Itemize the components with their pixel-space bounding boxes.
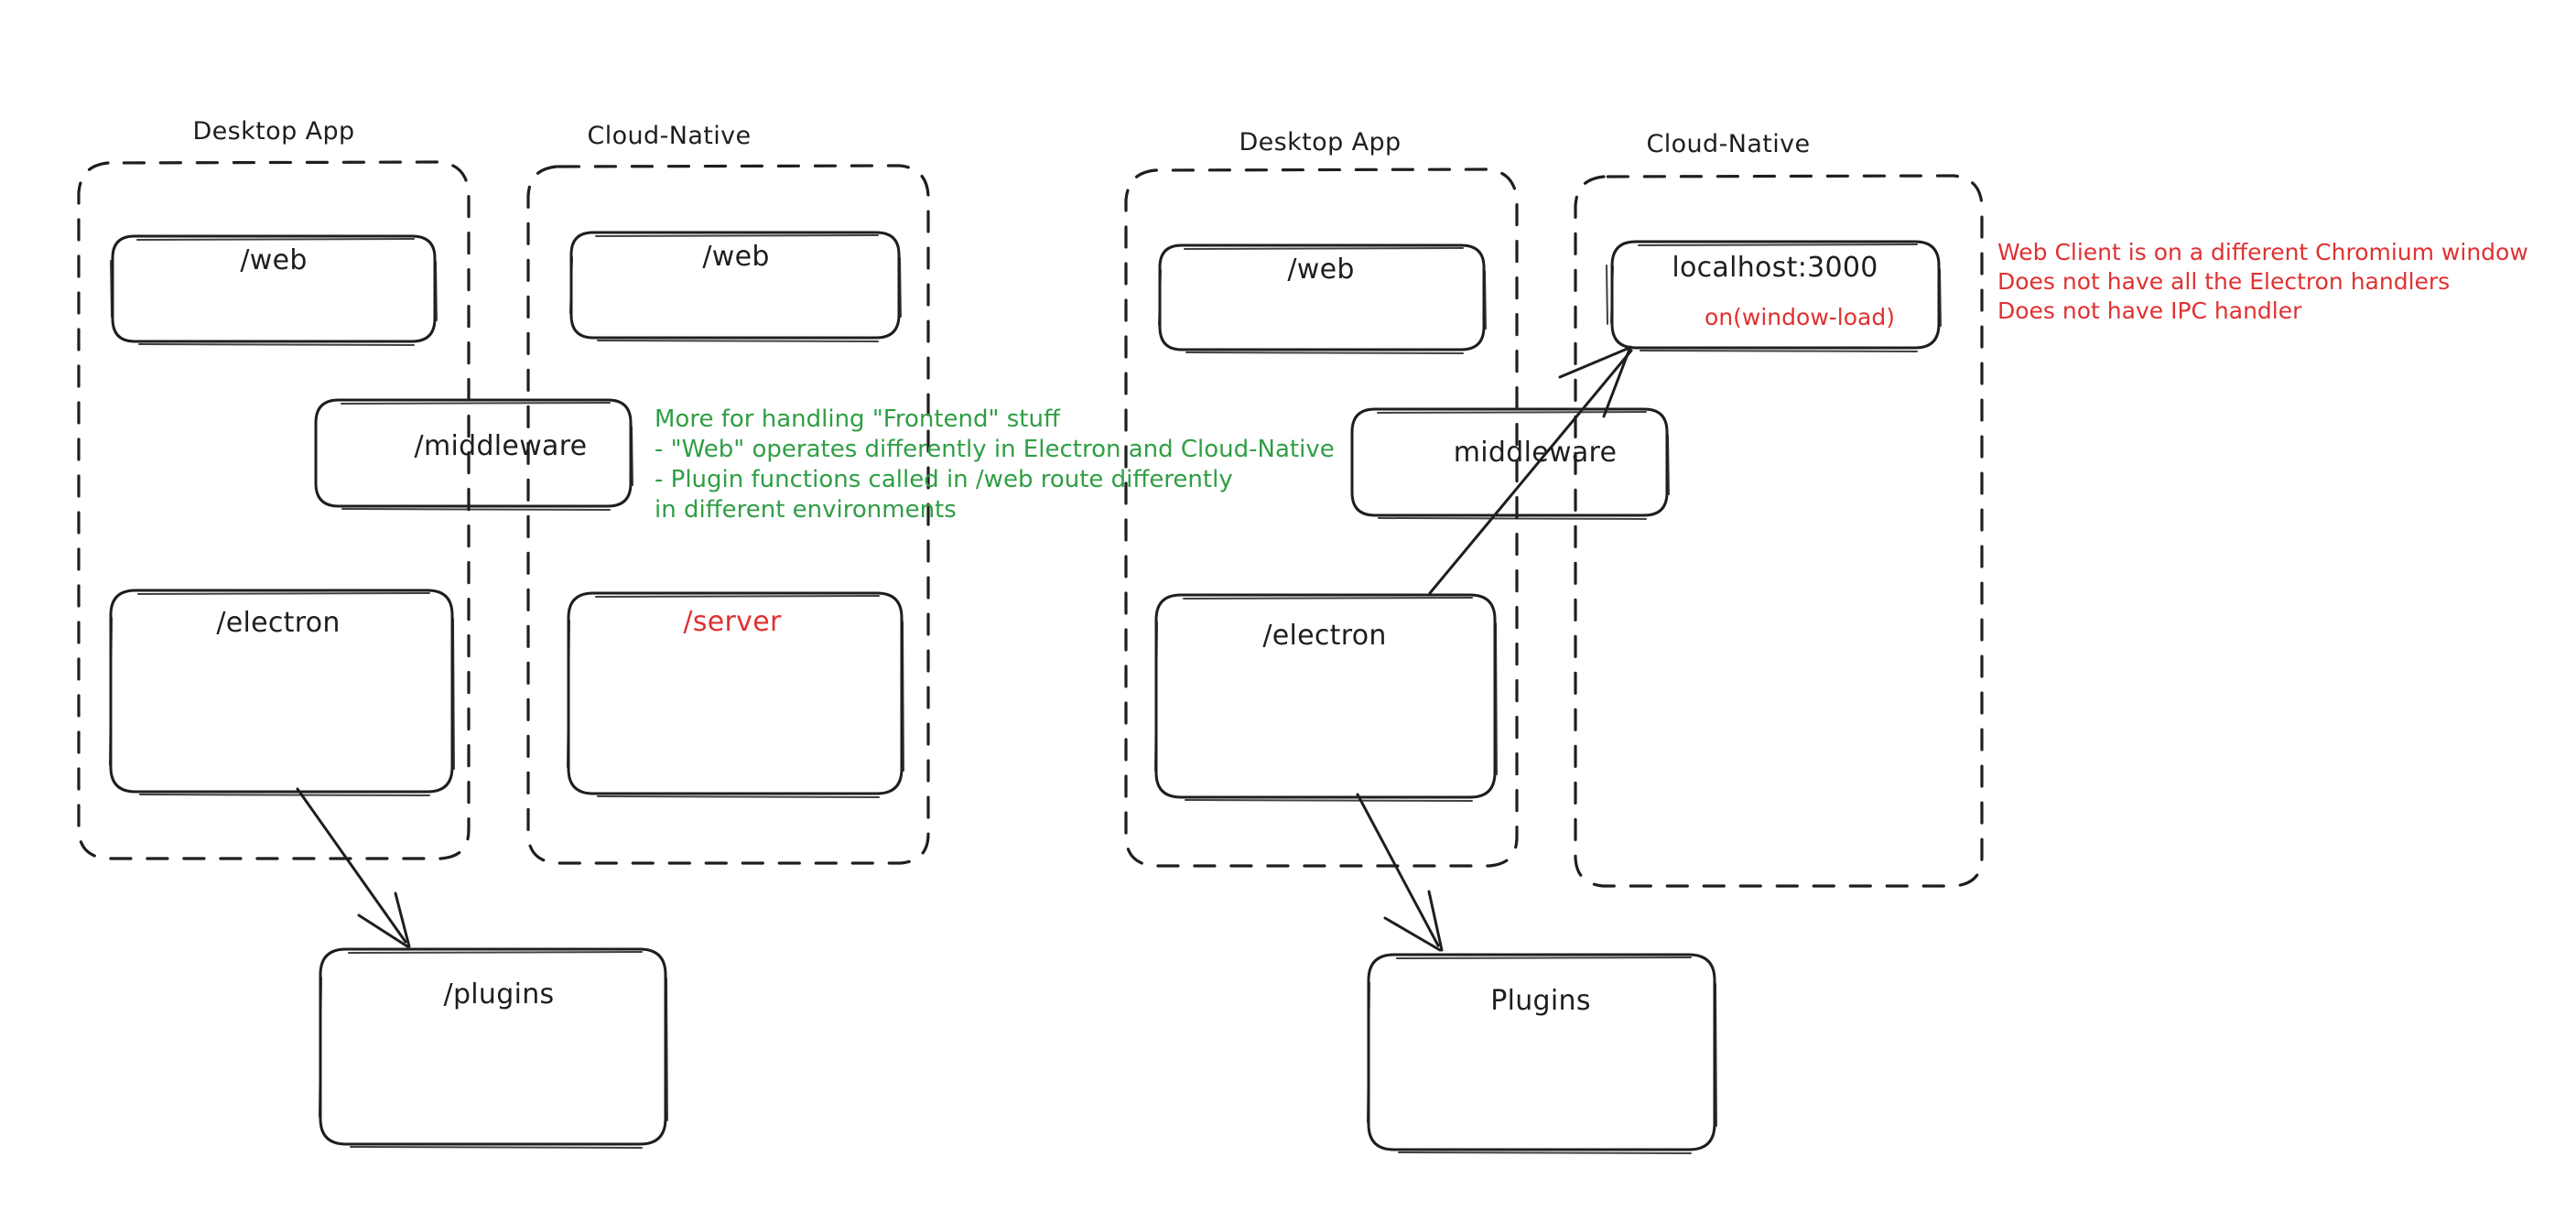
- node-label-right-electron: /electron: [1262, 620, 1387, 652]
- arrow-left-electron-to-plugins: [296, 787, 411, 948]
- group-title-right-desktop-app: Desktop App: [1239, 128, 1402, 157]
- group-title-left-cloud-native: Cloud-Native: [587, 122, 752, 150]
- node-label-left-plugins: /plugins: [443, 978, 555, 1010]
- group-title-left-desktop-app: Desktop App: [192, 117, 355, 146]
- node-label-right-middleware: middleware: [1453, 437, 1618, 469]
- node-label-right-plugins: Plugins: [1490, 985, 1591, 1017]
- arrow-right-electron-to-plugins: [1356, 793, 1444, 952]
- node-label-right-localhost: localhost:3000: [1672, 252, 1878, 284]
- node-label-left-desktop-web: /web: [240, 244, 308, 276]
- group-title-right-cloud-native: Cloud-Native: [1646, 130, 1811, 158]
- node-sublabel-right-localhost-onwindowload: on(window-load): [1705, 304, 1895, 330]
- annotation-red-web-client-note: Web Client is on a different Chromium wi…: [1997, 239, 2528, 324]
- node-label-left-electron: /electron: [216, 607, 341, 639]
- annotation-green-frontend-note: More for handling "Frontend" stuff - "We…: [655, 405, 1335, 524]
- node-label-left-server: /server: [683, 606, 782, 638]
- node-label-left-middleware: /middleware: [414, 430, 588, 462]
- arrow-right-electron-to-localhost: [1428, 345, 1633, 595]
- node-label-right-desktop-web: /web: [1287, 254, 1355, 286]
- node-label-left-cloud-web: /web: [702, 241, 770, 273]
